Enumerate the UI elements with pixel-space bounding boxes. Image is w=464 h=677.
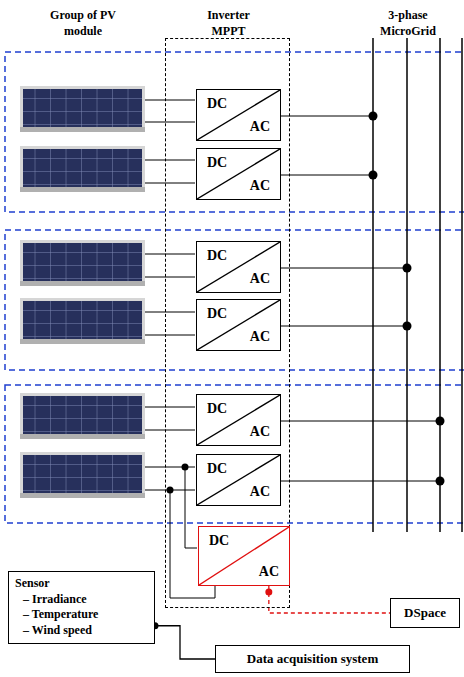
box-label: Data acquisition system: [247, 651, 378, 667]
inverter-box: DC AC: [196, 299, 281, 351]
inverter-box: DC AC: [196, 89, 281, 141]
ac-label: AC: [250, 485, 270, 499]
group-heading: Inverter MPPT: [196, 8, 261, 39]
sensor-box: Sensor– Irradiance– Temperature– Wind sp…: [8, 571, 155, 644]
dspace-box: DSpace: [390, 598, 460, 628]
sensor-item: – Irradiance: [15, 592, 148, 608]
junction-dot: [265, 589, 272, 596]
ac-label: AC: [250, 272, 270, 286]
connector: [155, 626, 215, 659]
inverter-box: DC AC: [198, 526, 290, 586]
sensor-item: – Wind speed: [15, 623, 148, 639]
dc-label: DC: [207, 156, 227, 170]
inverter-box: DC AC: [196, 394, 281, 446]
dc-label: DC: [207, 249, 227, 263]
inverter-group: Inverter MPPTDCACDCACDCACDCACDCACDCACDCA…: [165, 38, 290, 608]
dc-label: DC: [209, 534, 229, 548]
grid-line: [373, 38, 462, 532]
sensor-heading: Sensor: [15, 576, 148, 592]
dc-label: DC: [207, 402, 227, 416]
junction-dot: [167, 464, 189, 494]
ac-label: AC: [250, 330, 270, 344]
ac-label: AC: [250, 179, 270, 193]
connector: [269, 586, 390, 613]
column-heading: 3-phase MicroGrid: [372, 8, 444, 39]
dc-label: DC: [207, 462, 227, 476]
pv-module: [20, 86, 145, 498]
box-label: DSpace: [404, 605, 446, 621]
dc-label: DC: [207, 97, 227, 111]
ac-label: AC: [250, 120, 270, 134]
group-frame: [5, 52, 464, 523]
inverter-box: DC AC: [196, 241, 281, 293]
ac-wire: [280, 116, 440, 481]
junction-dot: [369, 112, 445, 486]
daq-box: Data acquisition system: [215, 645, 410, 673]
column-heading: Group of PV module: [45, 8, 121, 39]
dc-label: DC: [207, 307, 227, 321]
inverter-box: DC AC: [196, 454, 281, 506]
inverter-box: DC AC: [196, 148, 281, 200]
ac-label: AC: [259, 565, 279, 579]
ac-label: AC: [250, 425, 270, 439]
sensor-item: – Temperature: [15, 607, 148, 623]
